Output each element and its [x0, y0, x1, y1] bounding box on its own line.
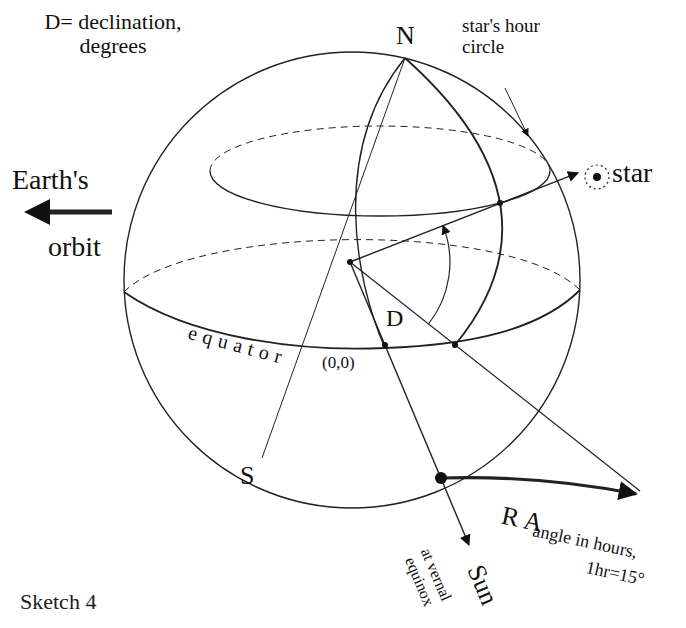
object-label: star: [612, 158, 652, 189]
star-point: [497, 200, 503, 206]
label-text: (0,0): [322, 353, 355, 372]
center-dot: [347, 259, 353, 265]
label-text: N: [396, 21, 415, 50]
label-text: at vernal equinox: [402, 546, 455, 609]
star-direction: [350, 173, 578, 262]
label-text: 1hr=15°: [584, 557, 646, 589]
sun-direction: [350, 262, 469, 545]
declination-circle-back: [210, 126, 550, 171]
ra-direction: [350, 262, 640, 491]
leader-line: [505, 88, 528, 136]
legend-note: D= declination, degrees: [18, 10, 208, 58]
caption-text: Sketch 4: [20, 589, 96, 614]
label-text: star's hour circle: [462, 15, 540, 57]
label-text: S: [240, 461, 254, 490]
angle-label: D: [386, 305, 403, 331]
declination-circle-front: [210, 171, 550, 216]
declination-arc: [429, 226, 450, 324]
origin-dot: [382, 342, 388, 348]
pole-label: S: [240, 462, 254, 491]
star-hour-circle: [405, 58, 502, 345]
star-rays: [585, 165, 609, 189]
caption: Sketch 4: [20, 590, 96, 614]
sphere-outline: [124, 52, 580, 508]
ra-point: [452, 342, 458, 348]
polar-axis: [262, 58, 405, 458]
ra-arc: [441, 478, 636, 494]
label-text: star: [612, 157, 652, 188]
direction-label: Earth's: [12, 165, 89, 196]
direction-label: orbit: [48, 232, 101, 263]
coordinate-label: (0,0): [322, 354, 355, 373]
object-label: Sun: [461, 561, 503, 609]
zero-meridian: [356, 58, 405, 348]
label-text: D: [386, 305, 403, 331]
label-text: equator: [186, 321, 290, 369]
orbit-arrow-head: [24, 199, 50, 225]
label-text: D= declination, degrees: [44, 9, 181, 58]
label-text: Sun: [461, 560, 504, 609]
note-label: at vernal equinox: [397, 537, 459, 620]
note-label: angle in hours,: [531, 521, 639, 563]
label-text: orbit: [48, 231, 101, 262]
callout-label: star's hour circle: [462, 16, 542, 58]
note-label: 1hr=15°: [584, 558, 646, 590]
pole-label: N: [396, 22, 415, 51]
orbit-arrow-shaft: [44, 210, 112, 215]
sun-dot: [435, 472, 447, 484]
label-text: Earth's: [12, 164, 89, 195]
label-text: angle in hours,: [531, 520, 639, 562]
circle-label: equator: [186, 321, 290, 369]
star-symbol: [593, 173, 601, 181]
